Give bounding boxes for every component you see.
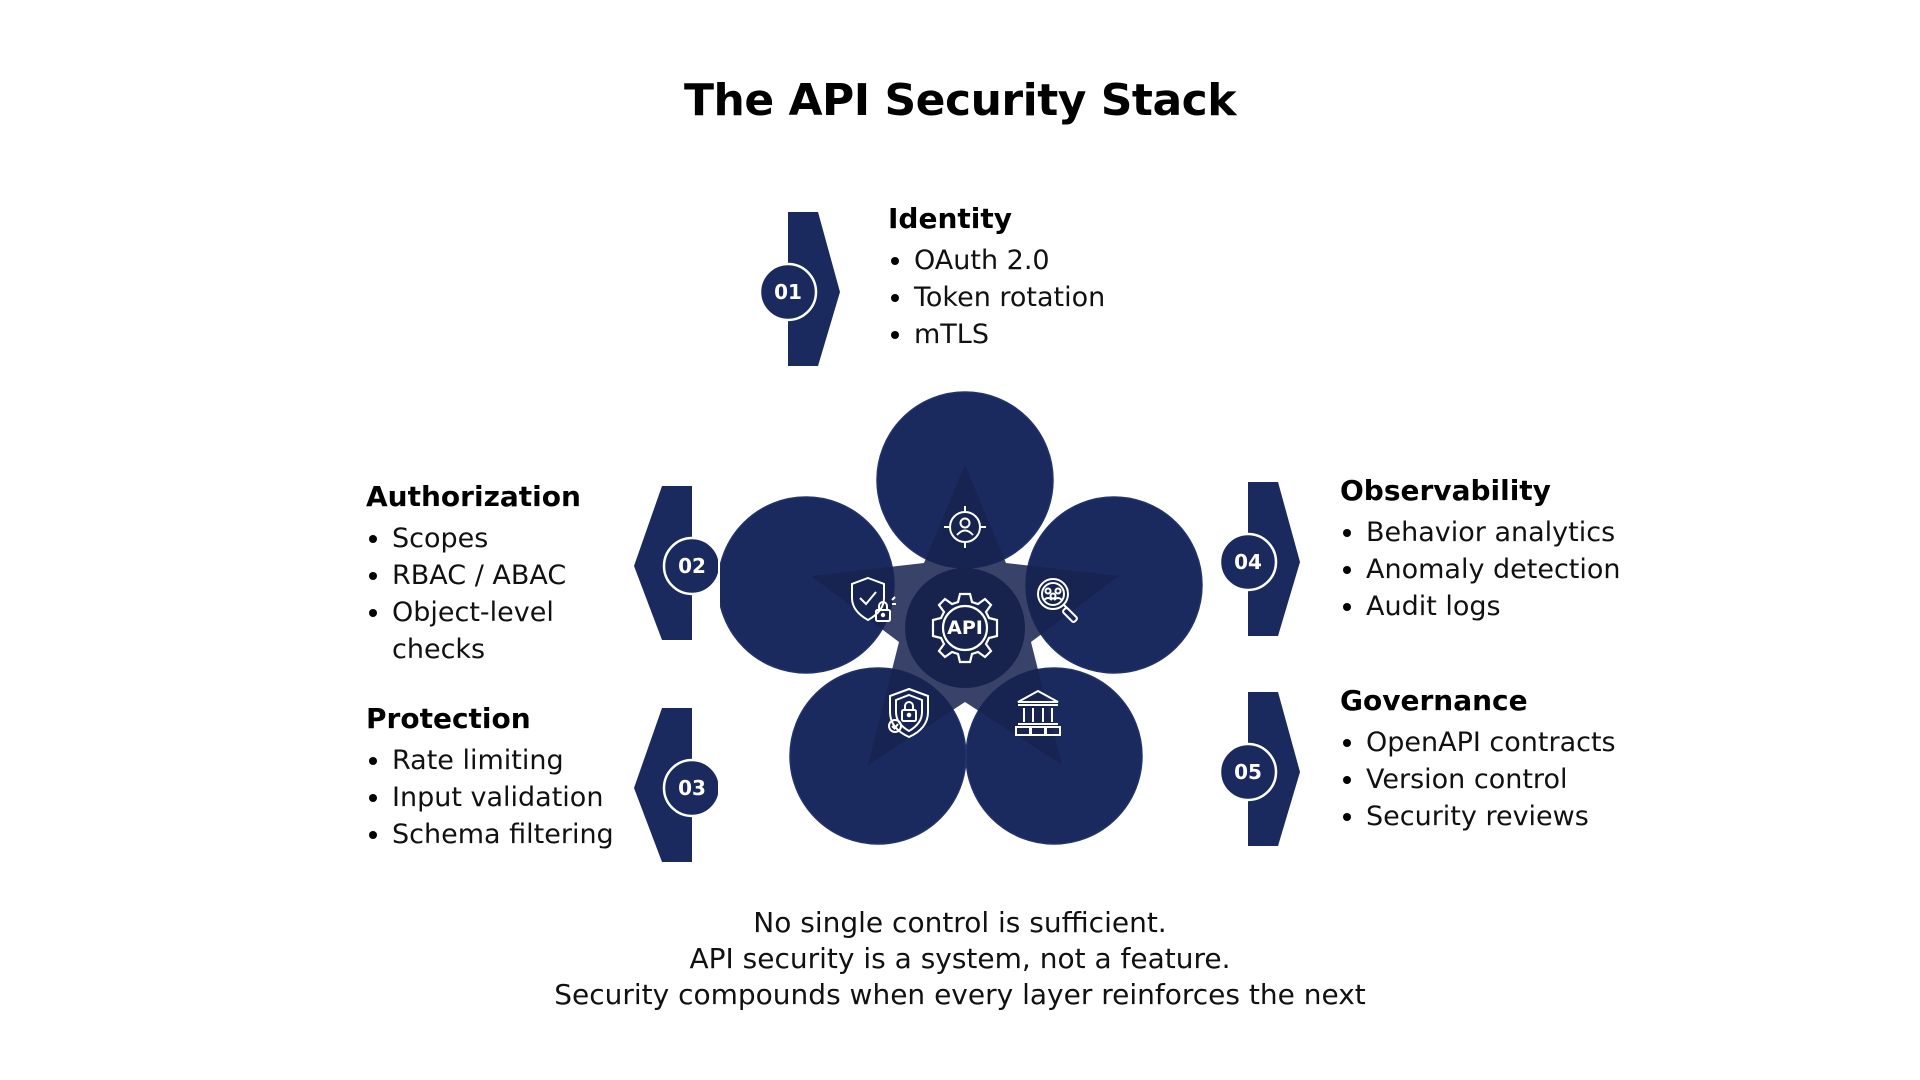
list-item: mTLS [888, 316, 1105, 353]
shield-lock-check-icon [846, 574, 900, 628]
list-item: Behavior analytics [1340, 514, 1621, 551]
governance-building-icon [1012, 686, 1064, 738]
layer-governance: Governance OpenAPI contracts Version con… [1340, 684, 1616, 835]
layer-protection: Protection Rate limiting Input validatio… [366, 702, 614, 853]
center-api-label: API [947, 617, 983, 639]
layer-number-02: 02 [678, 554, 706, 578]
layer-number-01: 01 [774, 280, 802, 304]
layer-marker-04: 04 [1218, 482, 1308, 642]
list-item: Anomaly detection [1340, 551, 1621, 588]
layer-marker-03: 03 [628, 708, 718, 868]
search-analytics-icon [1032, 574, 1086, 628]
footer-line-1: No single control is sufficient. [753, 906, 1167, 939]
layer-heading-governance: Governance [1340, 684, 1528, 717]
layer-heading-authorization: Authorization [366, 480, 581, 513]
layer-heading-protection: Protection [366, 702, 531, 735]
layer-number-03: 03 [678, 776, 706, 800]
identity-target-icon [942, 504, 988, 550]
list-item: Rate limiting [366, 742, 614, 779]
list-item: Security reviews [1340, 798, 1616, 835]
layer-heading-observability: Observability [1340, 474, 1551, 507]
petal-observability [1026, 497, 1202, 673]
layer-identity: Identity OAuth 2.0 Token rotation mTLS [888, 202, 1105, 353]
list-item: Schema filtering [366, 816, 614, 853]
page-title: The API Security Stack [684, 75, 1237, 126]
layer-observability: Observability Behavior analytics Anomaly… [1340, 474, 1621, 625]
list-item: Version control [1340, 761, 1616, 798]
list-item: OAuth 2.0 [888, 242, 1105, 279]
layer-number-05: 05 [1234, 760, 1262, 784]
footer-message: No single control is sufficient. API sec… [0, 905, 1920, 1013]
list-item: Scopes [366, 520, 581, 557]
list-item: Input validation [366, 779, 614, 816]
list-item: OpenAPI contracts [1340, 724, 1616, 761]
layer-heading-identity: Identity [888, 202, 1013, 235]
layer-number-04: 04 [1234, 550, 1262, 574]
petal-authorization [718, 497, 894, 673]
list-item-continuation: checks [392, 634, 486, 665]
list-item: RBAC / ABAC [366, 557, 581, 594]
layer-marker-01: 01 [758, 212, 848, 372]
list-item: Object-level [366, 594, 581, 631]
layer-marker-02: 02 [628, 486, 718, 646]
security-stack-diagram: API [717, 380, 1210, 850]
list-item: Audit logs [1340, 588, 1621, 625]
footer-line-2: API security is a system, not a feature. [689, 942, 1231, 975]
layer-marker-05: 05 [1218, 692, 1308, 852]
list-item: Token rotation [888, 279, 1105, 316]
layer-authorization: Authorization Scopes RBAC / ABAC Object-… [366, 480, 581, 668]
shield-lock-icon [884, 686, 934, 740]
footer-line-3: Security compounds when every layer rein… [554, 978, 1366, 1011]
api-gear-icon: API [925, 588, 1005, 668]
